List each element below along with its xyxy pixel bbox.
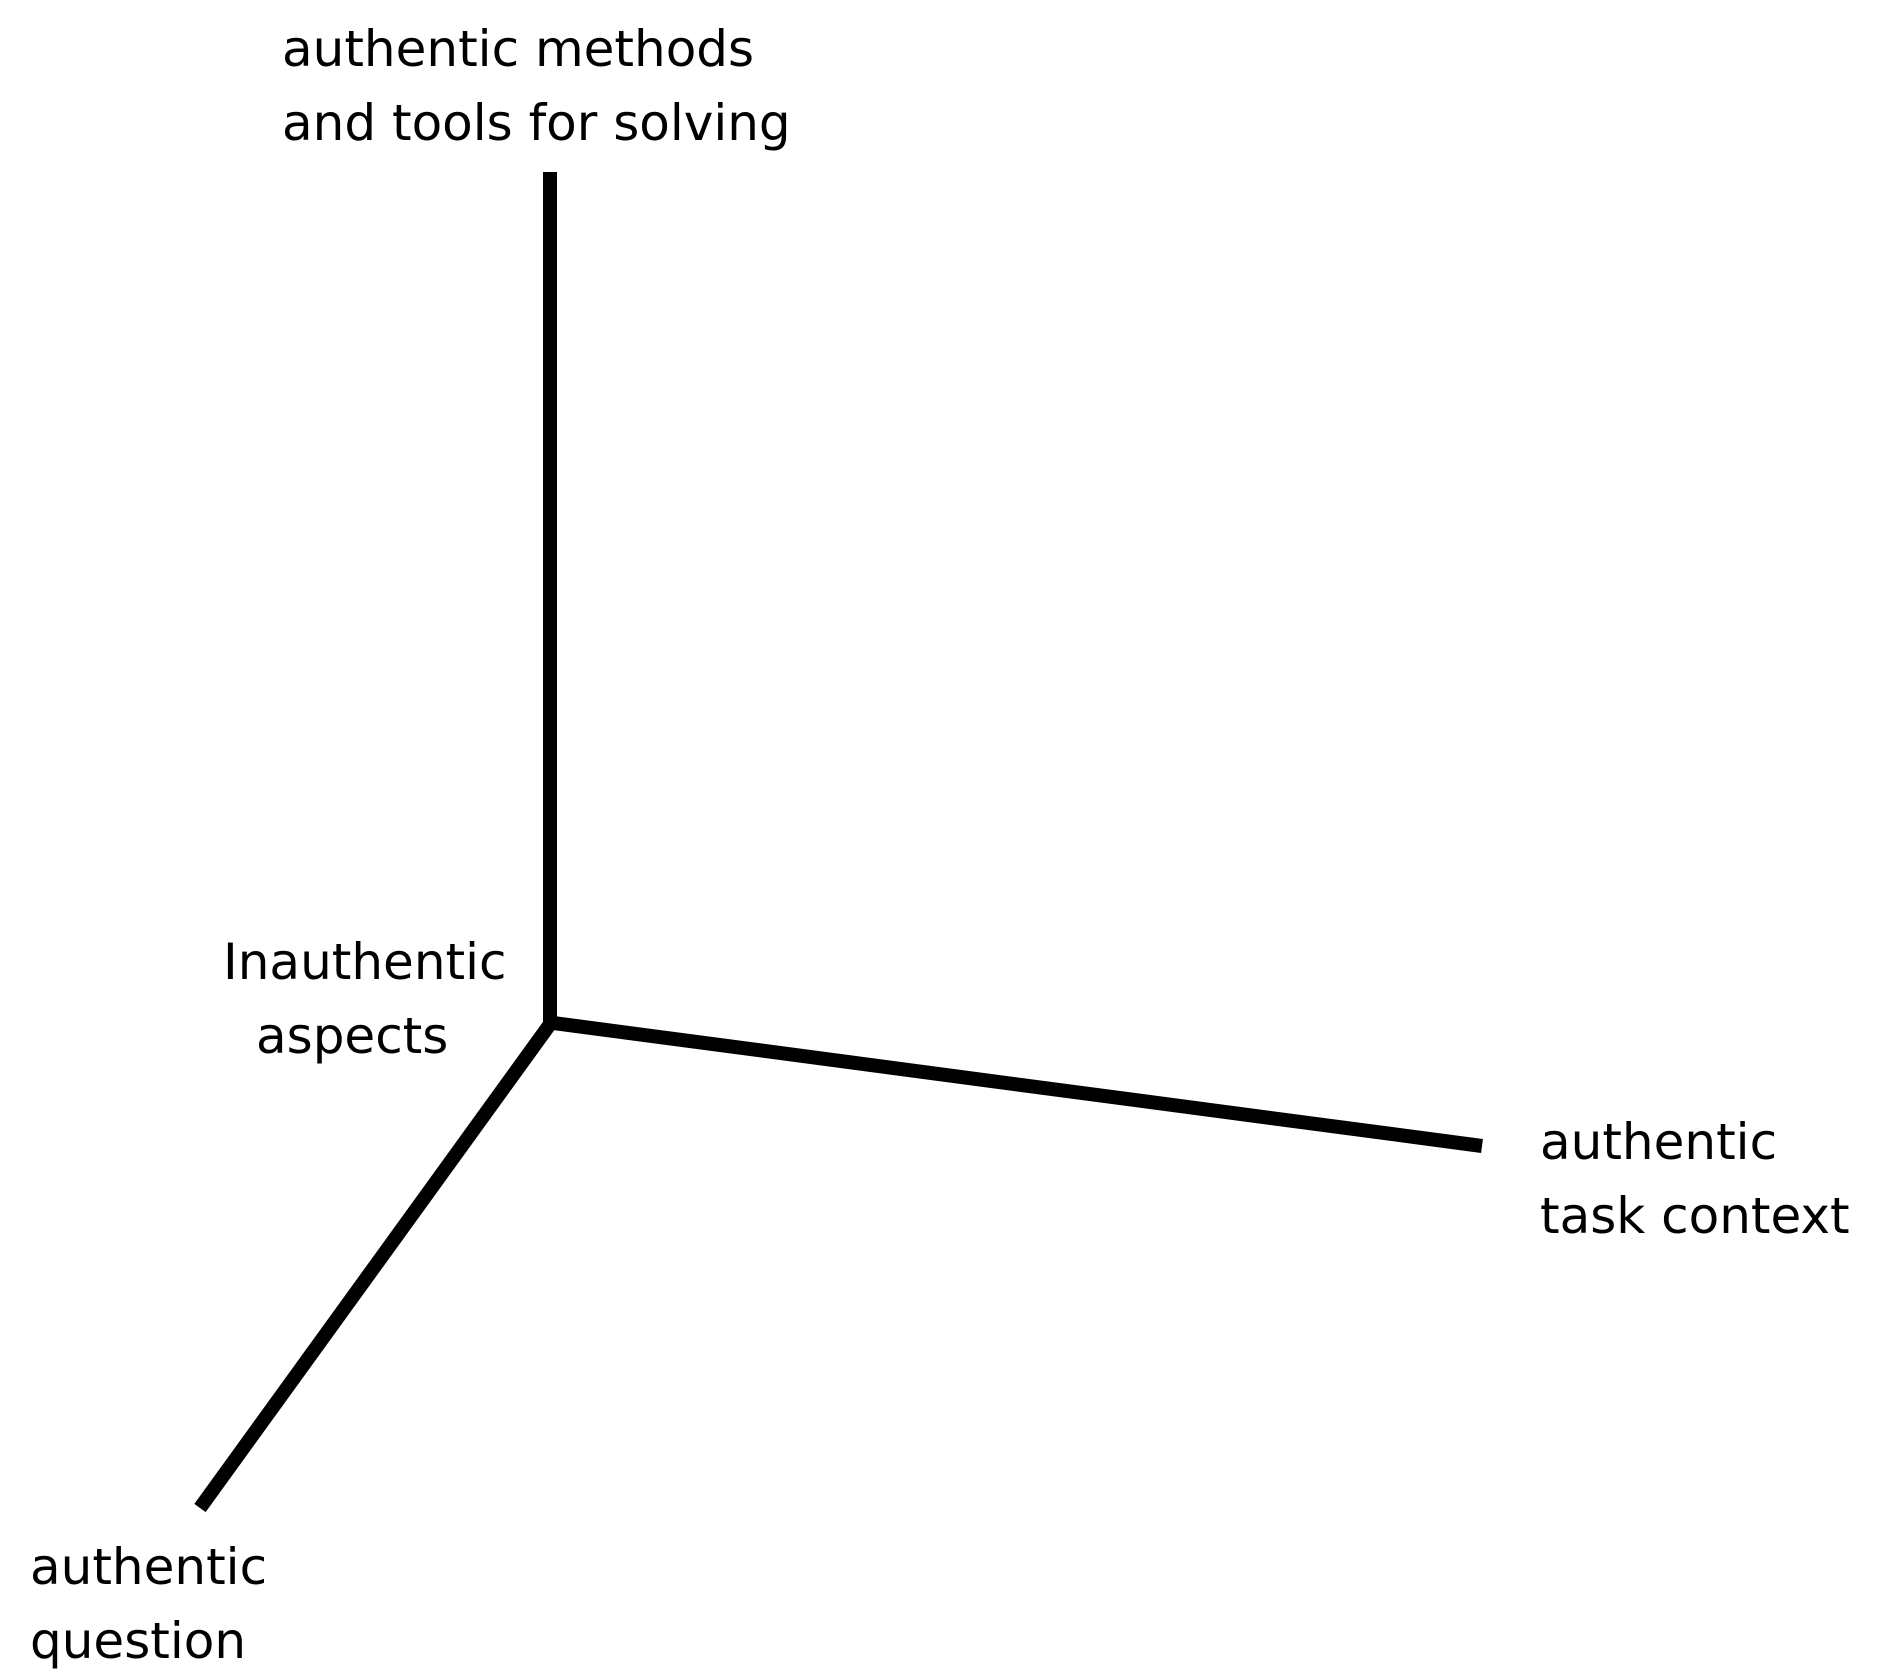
diagonal-axis-label-line1: authentic (30, 1538, 268, 1596)
horizontal-axis-label: authentic task context (1540, 1105, 1850, 1253)
diagonal-axis-label-line2: question (30, 1612, 247, 1670)
horizontal-axis-label-line2: task context (1540, 1187, 1850, 1245)
vertical-axis-label: authentic methods and tools for solving (282, 12, 791, 160)
vertical-axis-label-line2: and tools for solving (282, 94, 791, 152)
diagonal-axis-line (194, 1015, 559, 1513)
vertical-axis-label-line1: authentic methods (282, 20, 755, 78)
origin-label-line2: aspects (256, 1007, 449, 1065)
diagonal-axis-label: authentic question (30, 1530, 267, 1678)
horizontal-axis-label-line1: authentic (1540, 1113, 1778, 1171)
horizontal-axis-line (545, 1015, 1483, 1153)
origin-label-line1: Inauthentic (223, 933, 507, 991)
origin-label: Inauthentic aspects (223, 925, 507, 1073)
